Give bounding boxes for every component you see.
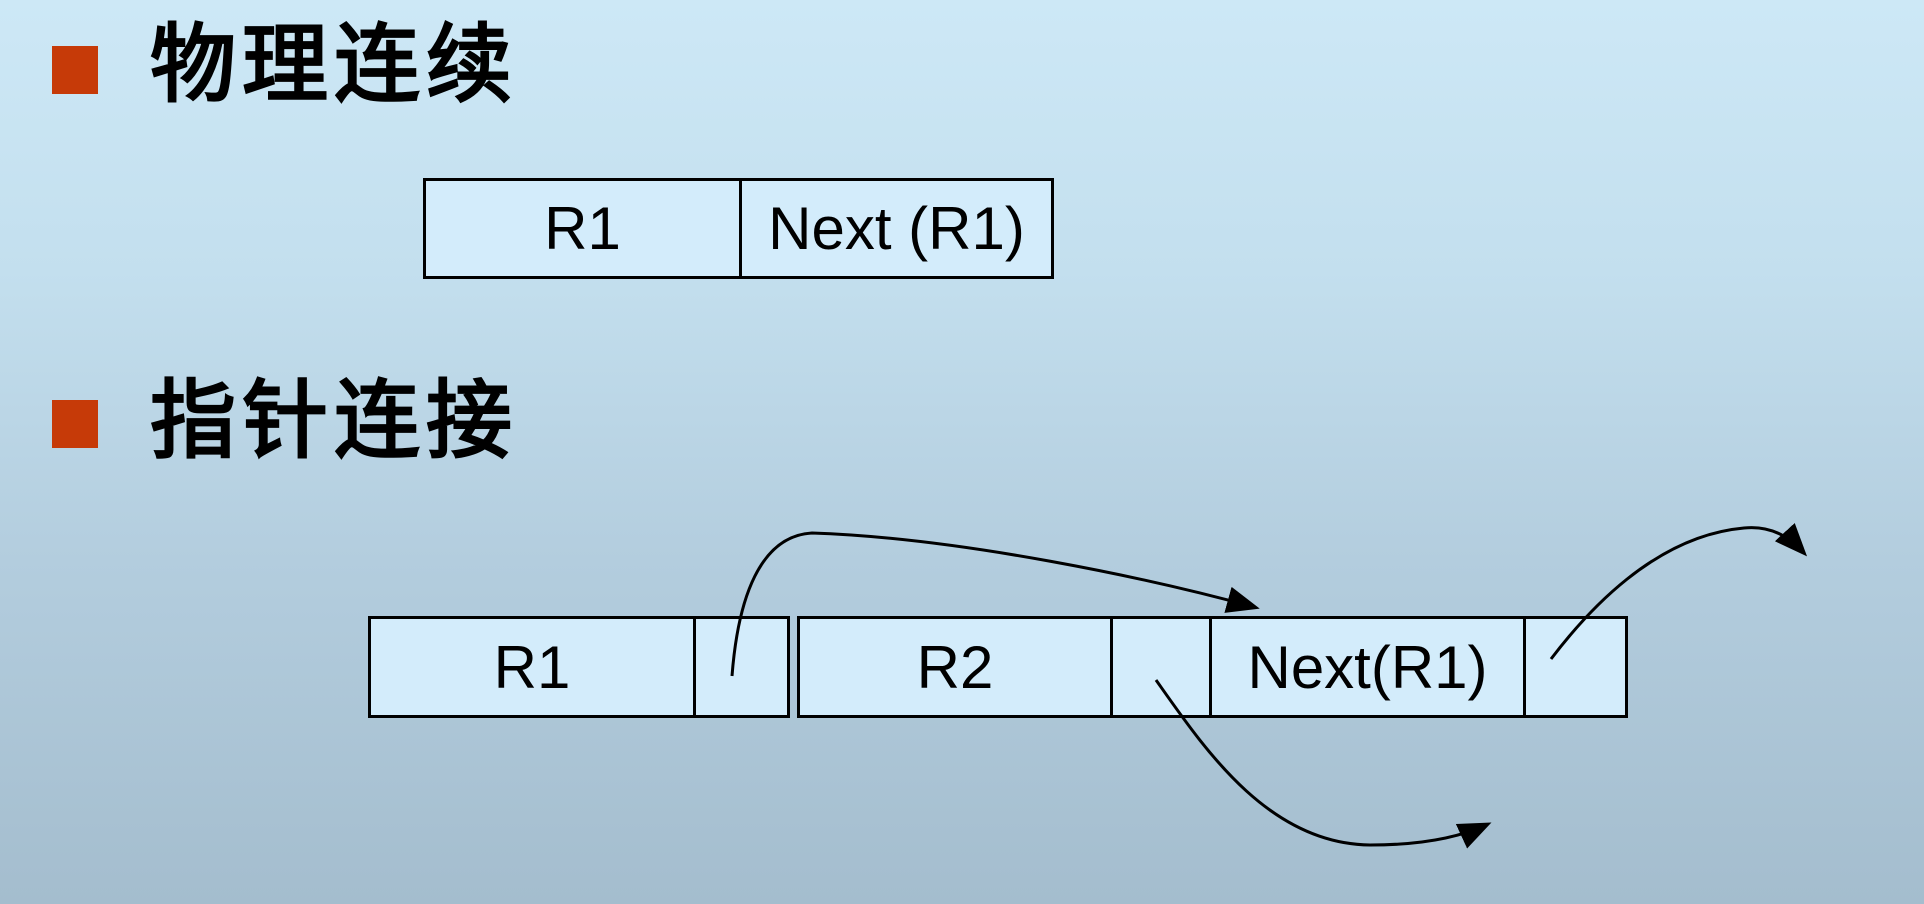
pointer-slot-cell bbox=[693, 619, 787, 715]
pointer-record-box-1: R1 bbox=[368, 616, 790, 718]
heading-pointer-link: 指针连接 bbox=[150, 373, 518, 469]
pointer-record-box-2: R2 Next(R1) bbox=[797, 616, 1628, 718]
pointer-slot-cell bbox=[1523, 619, 1625, 715]
record-cell-next-r1: Next (R1) bbox=[739, 181, 1051, 276]
bullet-square-icon bbox=[52, 400, 98, 448]
bullet-square-icon bbox=[52, 46, 98, 94]
record-cell-r2: R2 bbox=[916, 633, 994, 701]
record-cell-r1: R1 bbox=[544, 195, 621, 262]
heading-physical-contiguous: 物理连续 bbox=[150, 17, 518, 113]
pointer-slot-cell bbox=[1110, 619, 1209, 715]
record-cell-next-r1: Next(R1) bbox=[1209, 619, 1523, 715]
physical-record-box: R1 Next (R1) bbox=[423, 178, 1054, 279]
record-cell-r1: R1 bbox=[493, 633, 571, 701]
